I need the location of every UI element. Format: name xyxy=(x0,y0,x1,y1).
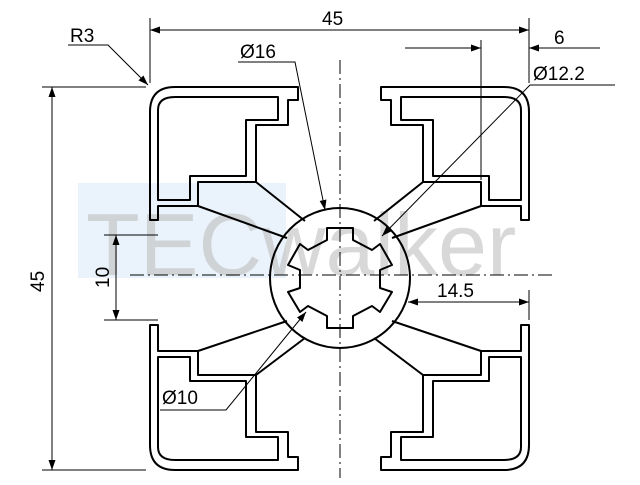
web-bottom-left-a xyxy=(197,320,288,352)
leader-center-bore xyxy=(238,61,327,211)
leader-core-bore xyxy=(160,311,307,411)
outer-corner-bottom-left xyxy=(149,324,299,471)
web-bottom-left-b xyxy=(255,337,306,376)
dim-label-core-bore: Ø10 xyxy=(162,388,198,409)
inner-cavity-bottom-left xyxy=(157,356,279,461)
web-bottom-right-b xyxy=(373,337,424,376)
web-top-right-b xyxy=(373,181,424,222)
centerlines xyxy=(130,60,552,478)
dim-label-offset: 6 xyxy=(554,28,565,49)
dim-label-corner-hole: Ø12.2 xyxy=(533,64,585,85)
web-top-right-a xyxy=(391,205,482,239)
dim-label-radius: R3 xyxy=(70,26,94,47)
web-top-left-b xyxy=(255,181,306,222)
dimension-labels: 45 45 10 6 R3 Ø16 Ø12.2 Ø10 14.5 xyxy=(28,9,585,409)
dim-label-slot: 10 xyxy=(93,267,114,288)
dim-label-width: 45 xyxy=(322,9,343,30)
center-spline-bore xyxy=(287,227,393,329)
leader-corner-hole xyxy=(381,84,615,237)
watermark: TECwalker xyxy=(78,183,516,294)
dim-label-depth: 14.5 xyxy=(437,281,474,302)
outer-corner-bottom-right xyxy=(380,324,530,471)
web-top-left-a xyxy=(197,205,288,239)
inner-cavity-top-left xyxy=(157,96,279,201)
web-bottom-right-a xyxy=(391,320,482,352)
dim-label-center-bore: Ø16 xyxy=(240,42,276,63)
dimension-lines xyxy=(48,26,615,470)
dim-label-height: 45 xyxy=(28,271,49,292)
inner-cavity-bottom-right xyxy=(400,356,522,461)
outer-corner-top-left xyxy=(149,86,299,221)
leader-radius xyxy=(68,44,149,86)
outer-corner-top-right xyxy=(380,86,530,221)
inner-cavity-top-right xyxy=(400,96,522,201)
